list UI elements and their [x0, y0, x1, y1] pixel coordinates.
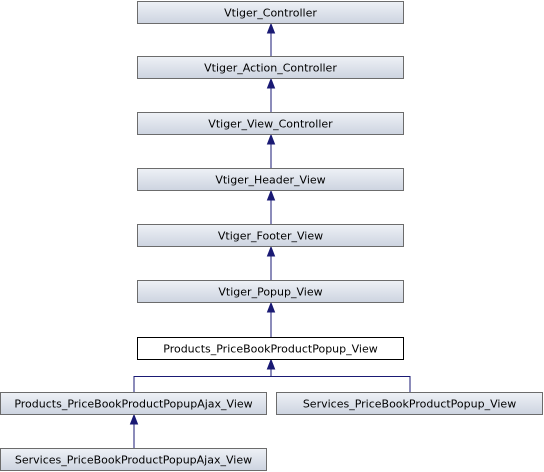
node-label: Vtiger_Header_View — [215, 174, 325, 187]
edges-layer — [129, 22, 411, 449]
arrowhead-icon — [266, 301, 276, 313]
arrowhead-icon — [266, 358, 276, 370]
node-services-pricebook-popup-view[interactable]: Services_PriceBookProductPopup_View — [276, 392, 543, 415]
node-vtiger-action-controller[interactable]: Vtiger_Action_Controller — [137, 56, 404, 79]
node-label: Services_PriceBookProductPopup_View — [303, 398, 516, 411]
node-vtiger-header-view[interactable]: Vtiger_Header_View — [137, 168, 404, 191]
node-label: Products_PriceBookProductPopupAjax_View — [14, 398, 252, 411]
node-label: Vtiger_View_Controller — [208, 118, 333, 131]
arrowhead-icon — [266, 77, 276, 89]
node-label: Vtiger_Popup_View — [218, 286, 322, 299]
node-services-pricebook-popup-ajax-view[interactable]: Services_PriceBookProductPopupAjax_View — [0, 448, 267, 471]
node-vtiger-view-controller[interactable]: Vtiger_View_Controller — [137, 112, 404, 135]
node-products-pricebook-popup-ajax-view[interactable]: Products_PriceBookProductPopupAjax_View — [0, 392, 267, 415]
node-label: Vtiger_Action_Controller — [204, 62, 337, 75]
inheritance-edge — [270, 368, 411, 393]
inheritance-edge — [133, 368, 272, 393]
node-label: Vtiger_Controller — [224, 7, 317, 20]
node-label: Services_PriceBookProductPopupAjax_View — [15, 454, 252, 467]
arrowhead-icon — [129, 413, 139, 425]
node-vtiger-popup-view[interactable]: Vtiger_Popup_View — [137, 280, 404, 303]
node-vtiger-footer-view[interactable]: Vtiger_Footer_View — [137, 224, 404, 247]
arrowhead-icon — [266, 22, 276, 34]
arrowhead-icon — [266, 245, 276, 257]
arrowhead-icon — [266, 189, 276, 201]
node-label: Vtiger_Footer_View — [218, 230, 323, 243]
arrowhead-icon — [266, 133, 276, 145]
node-vtiger-controller[interactable]: Vtiger_Controller — [137, 1, 404, 24]
node-products-pricebook-popup-view[interactable]: Products_PriceBookProductPopup_View — [137, 337, 404, 360]
node-label: Products_PriceBookProductPopup_View — [163, 343, 377, 356]
